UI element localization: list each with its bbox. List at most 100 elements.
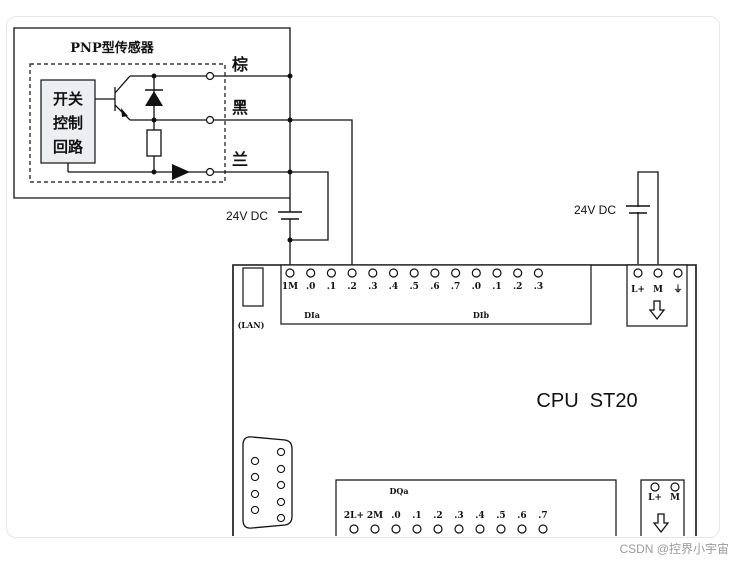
di-terminal-label-9: .0: [472, 282, 481, 292]
di-group-a-label: DIa: [304, 310, 320, 320]
power-terminal-2: [673, 268, 683, 278]
do-terminal-8: [517, 524, 527, 534]
do-power-terminal-label-1: M: [670, 493, 680, 503]
serial-port[interactable]: [242, 436, 293, 529]
terminal-brown: [205, 71, 215, 81]
do-terminal-label-1: 2M: [367, 511, 383, 521]
di-terminal-9: [471, 268, 481, 278]
supply-right-label: 24V DC: [574, 203, 616, 217]
do-power-block: [640, 479, 685, 536]
di-terminals: 1M.0.1.2.3.4.5.6.7.0.1.2.3: [282, 268, 544, 292]
di-terminal-label-8: .7: [451, 282, 460, 292]
di-terminal-label-2: .1: [327, 282, 336, 292]
di-terminal-0: [285, 268, 295, 278]
resistor-symbol: [146, 120, 162, 172]
serial-pin-a-0: [276, 447, 286, 457]
do-terminal-label-9: .7: [538, 511, 547, 521]
di-terminal-label-11: .2: [513, 282, 522, 292]
di-terminal-6: [409, 268, 419, 278]
do-terminal-1: [370, 524, 380, 534]
do-terminal-label-6: .4: [475, 511, 484, 521]
power-terminal-0: [633, 268, 643, 278]
di-terminal-label-3: .2: [347, 282, 356, 292]
power-terminal-label-1: M: [653, 285, 663, 295]
switch-label-line-3: 回路: [53, 138, 84, 156]
di-terminal-label-6: .5: [409, 282, 418, 292]
di-terminal-4: [368, 268, 378, 278]
serial-pin-a-1: [276, 464, 286, 474]
di-terminal-12: [533, 268, 544, 278]
do-terminal-label-5: .3: [454, 511, 463, 521]
do-terminal-block: [335, 479, 617, 536]
di-terminal-3: [347, 268, 357, 278]
do-power-terminal-1: [670, 482, 680, 492]
di-terminal-1: [306, 268, 316, 278]
do-terminal-6: [475, 524, 485, 534]
supply-left-label: 24V DC: [226, 209, 268, 223]
sensor-title: PNP型传感器: [70, 40, 154, 56]
di-terminal-label-5: .4: [389, 282, 398, 292]
di-terminal-8: [451, 268, 461, 278]
sensor-output-line: [67, 163, 210, 180]
do-terminal-2: [391, 524, 401, 534]
di-terminal-label-1: .0: [306, 282, 315, 292]
supply-left-symbol: [278, 211, 302, 229]
serial-pin-a-3: [276, 497, 286, 507]
diode-symbol: [145, 76, 163, 120]
do-terminal-label-8: .6: [517, 511, 526, 521]
do-terminal-3: [412, 524, 422, 534]
lan-label: (LAN): [238, 320, 265, 330]
power-terminal-label-0: L+: [631, 285, 645, 295]
power-terminals: L+ M ⏚: [631, 268, 683, 295]
do-terminal-7: [496, 524, 506, 534]
supply-right-symbol: [626, 171, 659, 264]
do-group-label: DQa: [389, 486, 408, 496]
serial-pin-b-0: [250, 456, 260, 466]
di-terminal-label-7: .6: [430, 282, 439, 292]
terminal-black: [205, 115, 215, 125]
do-power-terminal-0: [650, 482, 660, 492]
serial-pin-b-3: [250, 505, 260, 515]
do-power-terminals: L+ M: [648, 482, 680, 503]
di-terminal-10: [492, 268, 502, 278]
wire-label-brown: 棕: [232, 55, 248, 74]
power-terminal-label-2: ⏚: [673, 284, 682, 295]
down-arrow-icon: [648, 300, 666, 321]
do-terminal-label-0: 2L+: [344, 511, 364, 521]
serial-pin-a-4: [276, 513, 286, 523]
di-terminal-label-10: .1: [492, 282, 501, 292]
watermark: CSDN @控界小宇宙: [619, 542, 729, 556]
terminal-blue: [205, 167, 215, 177]
di-terminal-11: [513, 268, 523, 278]
serial-pin-b-2: [250, 489, 260, 499]
sensor-dashed-box: [29, 63, 226, 183]
di-terminal-7: [430, 268, 440, 278]
do-power-terminal-label-0: L+: [648, 493, 662, 503]
wire-blue: [214, 171, 329, 241]
do-terminal-label-7: .5: [496, 511, 505, 521]
do-terminal-label-3: .1: [412, 511, 421, 521]
di-terminal-5: [388, 268, 399, 278]
do-terminal-5: [454, 524, 464, 534]
wire-label-black: 黑: [232, 98, 248, 117]
power-terminal-1: [653, 268, 663, 278]
di-terminal-label-12: .3: [534, 282, 543, 292]
do-terminal-4: [433, 524, 443, 534]
wire-label-blue: 兰: [232, 150, 248, 169]
do-terminal-9: [538, 524, 548, 534]
down-arrow-icon-2: [652, 513, 670, 534]
lan-port[interactable]: [242, 267, 264, 307]
switch-label-line-1: 开关: [53, 90, 83, 108]
di-terminal-2: [326, 268, 336, 278]
plc-model: CPU ST20: [536, 390, 637, 412]
do-terminal-label-2: .0: [391, 511, 400, 521]
do-terminal-0: [349, 524, 359, 534]
di-group-b-label: DIb: [473, 310, 490, 320]
switch-label-line-2: 控制: [53, 114, 83, 132]
wire-black: [214, 119, 353, 269]
serial-pin-a-2: [276, 480, 286, 490]
do-terminal-label-4: .2: [433, 511, 442, 521]
di-terminal-label-0: 1M: [282, 282, 298, 292]
